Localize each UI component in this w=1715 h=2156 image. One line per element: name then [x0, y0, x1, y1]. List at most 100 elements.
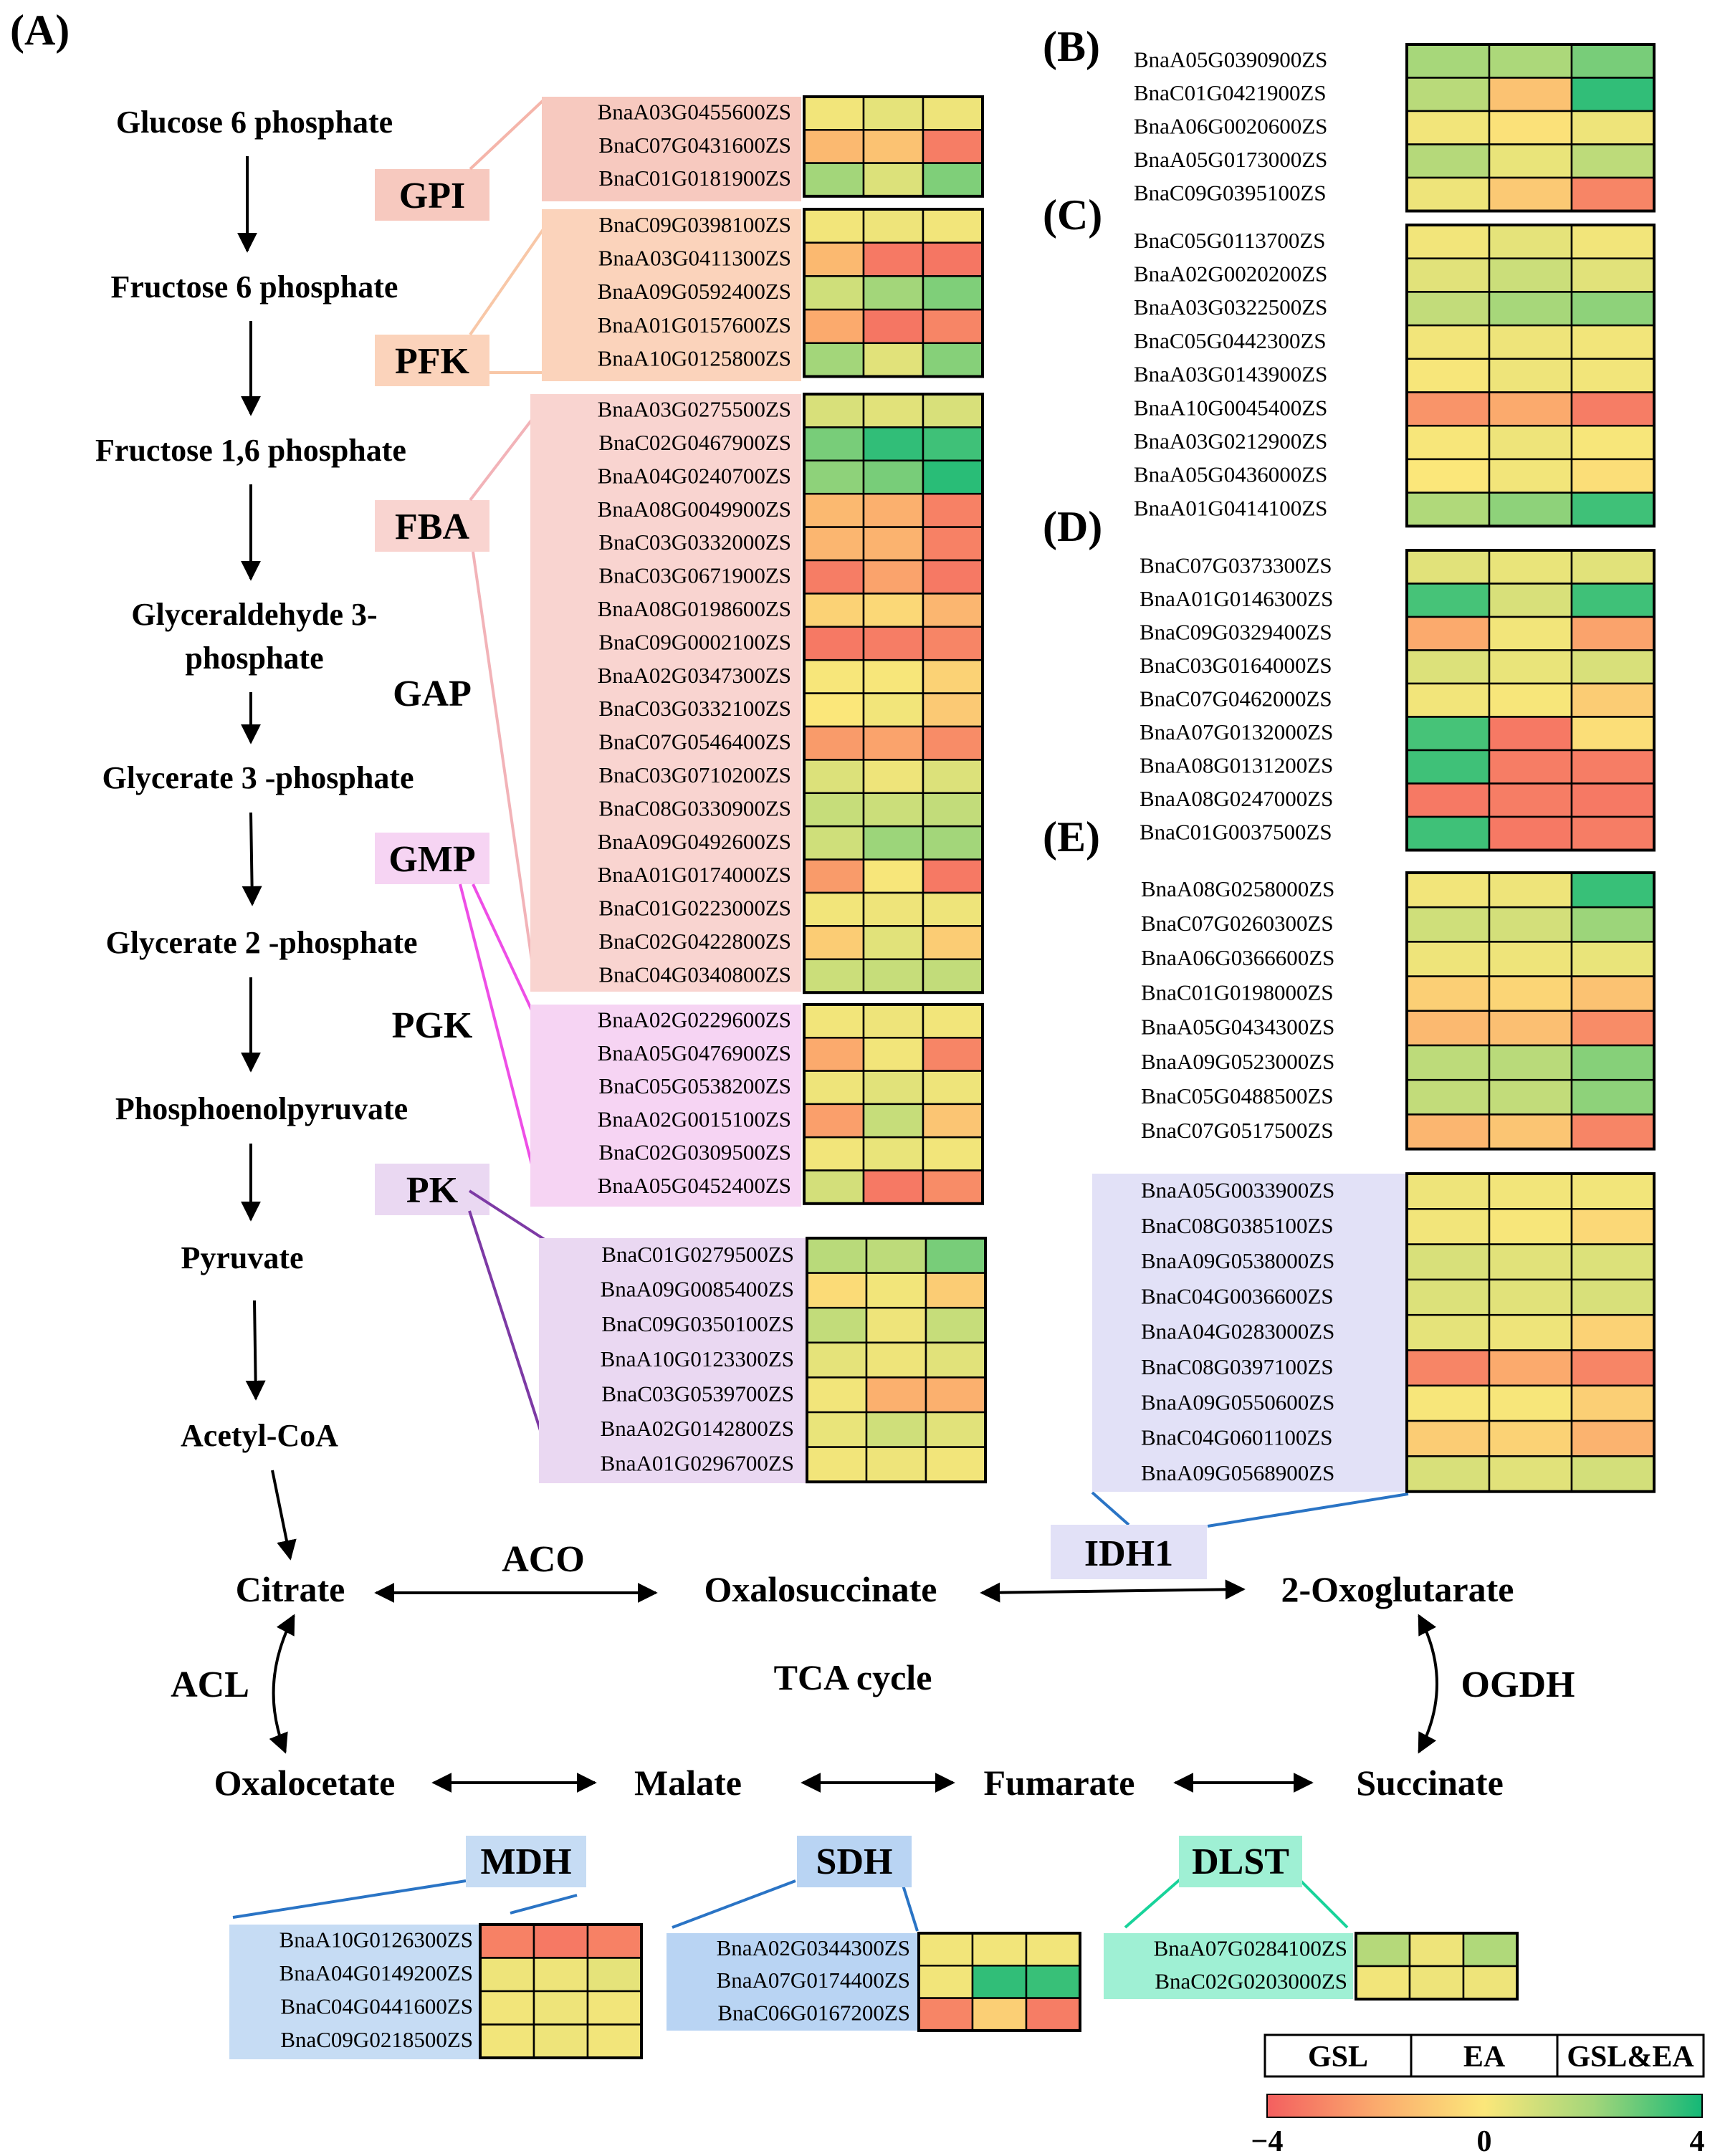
gene-label: BnaA09G0592400ZS — [598, 279, 791, 304]
gene-label: BnaA09G0550600ZS — [1141, 1389, 1334, 1414]
heatmap-cell — [803, 162, 865, 198]
legend-column-box-gsl-ea — [1556, 2033, 1705, 2078]
heatmap-cell — [1462, 1932, 1519, 1968]
heatmap-cell — [1405, 583, 1491, 618]
heatmap-frame — [1405, 224, 1656, 528]
heatmap-cell — [1570, 1172, 1656, 1210]
heatmap-cell — [1570, 906, 1656, 943]
heatmap-cell — [917, 1965, 974, 1999]
heatmap-cell — [1405, 77, 1491, 112]
heatmap-cell — [803, 1103, 865, 1139]
heatmap-cell — [1405, 1419, 1491, 1457]
heatmap-cell — [1488, 583, 1573, 618]
heatmap-cell — [862, 129, 925, 164]
gene-label: BnaA03G0275500ZS — [598, 397, 791, 422]
heatmap-cell — [1405, 110, 1491, 145]
heatmap-cell — [865, 1376, 927, 1414]
scale-mid-label: 0 — [1477, 2125, 1492, 2156]
gene-label: BnaC08G0385100ZS — [1141, 1213, 1334, 1238]
gene-label: BnaC07G0373300ZS — [1140, 553, 1332, 578]
gene-label: BnaA07G0174400ZS — [717, 1968, 910, 1993]
heatmap-cell — [1488, 424, 1573, 461]
heatmap-cell — [1025, 1932, 1081, 1967]
heatmap-cell — [1488, 1313, 1573, 1351]
gene-label: BnaC08G0397100ZS — [1141, 1354, 1334, 1379]
gene-label: BnaA04G0240700ZS — [598, 463, 791, 488]
heatmap-cell — [532, 2023, 589, 2059]
heatmap-cell — [1488, 143, 1573, 179]
gene-label: BnaA09G0568900ZS — [1141, 1460, 1334, 1485]
gene-label: BnaA02G0347300ZS — [598, 663, 791, 688]
gene-label: BnaC02G0467900ZS — [598, 430, 791, 455]
heatmap-frame — [1405, 549, 1656, 852]
gene-label: BnaA05G0452400ZS — [598, 1173, 791, 1198]
heatmap-cell — [922, 241, 984, 277]
heatmap-cell — [1405, 815, 1491, 851]
heatmap-cell — [1488, 1172, 1573, 1210]
heatmap-cell — [806, 1237, 868, 1274]
heatmap-cell — [803, 342, 865, 378]
heatmap-cell — [862, 593, 925, 628]
heatmap-cell — [1570, 1208, 1656, 1245]
heatmap-cell — [1488, 871, 1573, 909]
heatmap-cell — [806, 1446, 868, 1483]
idh1-gene-panel — [1092, 1174, 1408, 1492]
heatmap-cell — [1570, 941, 1656, 977]
heatmap-mdh: BnaA10G0126300ZSBnaA04G0149200ZSBnaC04G0… — [280, 1923, 643, 2059]
heatmap-cell — [1570, 871, 1656, 909]
gene-label: BnaA04G0283000ZS — [1141, 1319, 1334, 1344]
heatmap-cell — [803, 825, 865, 861]
heatmap-cell — [1405, 143, 1491, 179]
heatmap-cell — [1570, 224, 1656, 259]
heatmap-cell — [922, 1103, 984, 1139]
heatmap-cell — [1405, 224, 1491, 259]
heatmap-cell — [1488, 358, 1573, 393]
enzyme-dlst: DLST — [1192, 1841, 1289, 1882]
heatmap-cell — [803, 858, 865, 894]
gmp-label-box — [375, 833, 489, 884]
metabolite-oxalosuccinate: Oxalosuccinate — [704, 1569, 937, 1609]
heatmap-cell — [922, 1037, 984, 1072]
heatmap-cell — [803, 759, 865, 795]
heatmap-cell — [1570, 77, 1656, 112]
gene-label: BnaC02G0309500ZS — [598, 1140, 791, 1165]
heatmap-cell — [1405, 358, 1491, 393]
metabolite-glyceraldehyde-3-phosphate-line2: phosphate — [185, 641, 323, 676]
heatmap-cell — [803, 308, 865, 345]
gene-label: BnaC04G0036600ZS — [1141, 1283, 1334, 1308]
panel-label-c: (C) — [1043, 191, 1102, 239]
heatmap-cell — [922, 162, 984, 198]
heatmap-cell — [1488, 782, 1573, 818]
gene-label: BnaA08G0131200ZS — [1140, 753, 1333, 778]
heatmap-cell — [479, 1990, 535, 2026]
heatmap-sdh: BnaA02G0344300ZSBnaA07G0174400ZSBnaC06G0… — [717, 1932, 1081, 2032]
heatmap-cell — [922, 1136, 984, 1172]
heatmap-cell — [862, 692, 925, 728]
heatmap-cell — [1488, 1419, 1573, 1457]
heatmap-cell — [1405, 615, 1491, 651]
legend: GSL EA GSL&EA −4 0 4 — [1251, 2033, 1705, 2156]
gene-label: BnaC01G0037500ZS — [1140, 820, 1332, 845]
scale-max-label: 4 — [1690, 2125, 1705, 2156]
heatmap-cell — [803, 129, 865, 164]
heatmap-cell — [803, 792, 865, 828]
gene-label: BnaA08G0258000ZS — [1141, 876, 1334, 901]
heatmap-frame — [1355, 1932, 1519, 2001]
heatmap-cell — [922, 626, 984, 661]
enzyme-gmp: GMP — [388, 839, 475, 880]
heatmap-cell — [1570, 1349, 1656, 1387]
gene-label: BnaA02G0015100ZS — [598, 1106, 791, 1131]
gene-label: BnaA10G0125800ZS — [598, 346, 791, 371]
heatmap-pk: BnaC01G0279500ZSBnaA09G0085400ZSBnaC09G0… — [601, 1237, 987, 1484]
heatmap-cell — [1570, 492, 1656, 527]
heatmap-cell — [865, 1411, 927, 1448]
sdh-label-box — [797, 1836, 912, 1887]
heatmap-cell — [922, 825, 984, 861]
gene-label: BnaC05G0488500ZS — [1141, 1083, 1334, 1108]
heatmap-cell — [862, 958, 925, 994]
gene-label: BnaC05G0442300ZS — [1134, 328, 1327, 353]
heatmap-cell — [1570, 1278, 1656, 1316]
heatmap-cell — [862, 1070, 925, 1106]
heatmap-cell — [1570, 815, 1656, 851]
heatmap-cell — [1570, 615, 1656, 651]
